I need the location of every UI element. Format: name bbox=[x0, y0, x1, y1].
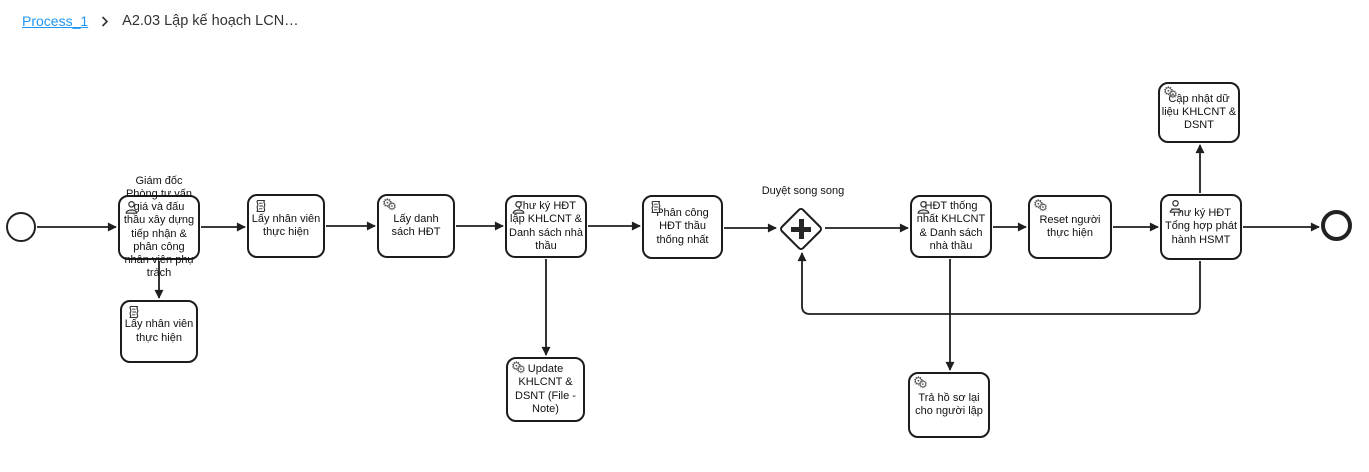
gears-icon: ⚙⚙ bbox=[511, 359, 526, 376]
task-update-khlcnt[interactable]: ⚙⚙ Update KHLCNT & DSNT (File - Note) bbox=[506, 357, 585, 422]
task-lay-danh-sach-hdt[interactable]: ⚙⚙ Lấy danh sách HĐT bbox=[377, 194, 455, 258]
plus-icon bbox=[798, 219, 804, 239]
gears-icon: ⚙⚙ bbox=[382, 196, 397, 213]
task-label: Thư ký HĐT Tổng hợp phát hành HSMT bbox=[1164, 207, 1238, 246]
gateway-label: Duyệt song song bbox=[761, 185, 845, 197]
task-lay-nhan-vien-1[interactable]: Lấy nhân viên thực hiện bbox=[247, 194, 325, 258]
task-label: Lấy nhân viên thực hiện bbox=[124, 318, 194, 344]
task-label: Phân công HĐT thầu thống nhất bbox=[656, 207, 709, 246]
task-label: Lấy nhân viên thực hiện bbox=[251, 212, 321, 238]
user-icon bbox=[916, 200, 932, 215]
task-tra-ho-so[interactable]: ⚙⚙ Trả hồ sơ lại cho người lập bbox=[908, 372, 990, 438]
gears-icon: ⚙⚙ bbox=[1033, 197, 1048, 214]
user-icon bbox=[124, 200, 140, 215]
script-icon bbox=[126, 305, 142, 320]
task-label: Giám đốc Phòng tư vấn giá và đấu thầu xâ… bbox=[123, 174, 195, 280]
script-icon bbox=[648, 200, 664, 215]
task-lay-nhan-vien-2[interactable]: Lấy nhân viên thực hiện bbox=[120, 300, 198, 363]
task-thu-ky-tong-hop[interactable]: Thư ký HĐT Tổng hợp phát hành HSMT bbox=[1160, 194, 1242, 260]
gears-icon: ⚙⚙ bbox=[1163, 84, 1178, 101]
task-label: Trả hồ sơ lại cho người lập bbox=[915, 391, 983, 417]
gears-icon: ⚙⚙ bbox=[913, 374, 928, 391]
task-label: HĐT thống nhất KHLCNT & Danh sách nhà th… bbox=[916, 200, 986, 252]
breadcrumb-current: A2.03 Lập kế hoạch LCN… bbox=[122, 13, 299, 29]
task-label: Lấy danh sách HĐT bbox=[391, 212, 441, 238]
chevron-right-icon bbox=[101, 15, 109, 27]
task-hdt-thong-nhat[interactable]: HĐT thống nhất KHLCNT & Danh sách nhà th… bbox=[910, 195, 992, 258]
script-icon bbox=[253, 199, 269, 214]
task-thu-ky-hdt-lap[interactable]: Thư ký HĐT lập KHLCNT & Danh sách nhà th… bbox=[505, 195, 587, 258]
task-reset-nguoi[interactable]: ⚙⚙ Reset người thực hiện bbox=[1028, 195, 1112, 259]
user-icon bbox=[1168, 199, 1184, 214]
task-phan-cong-hdt[interactable]: Phân công HĐT thầu thống nhất bbox=[642, 195, 723, 259]
task-label: Reset người thực hiện bbox=[1039, 213, 1101, 239]
task-label: Update KHLCNT & DSNT (File - Note) bbox=[515, 363, 576, 415]
end-event[interactable] bbox=[1321, 210, 1352, 241]
user-icon bbox=[511, 200, 527, 215]
task-label: Cập nhật dữ liệu KHLCNT & DSNT bbox=[1161, 92, 1237, 132]
start-event[interactable] bbox=[6, 212, 36, 242]
task-label: Thư ký HĐT lập KHLCNT & Danh sách nhà th… bbox=[509, 200, 583, 252]
flow-loop-thukytonghop-to-gateway[interactable] bbox=[797, 252, 1201, 315]
task-giam-doc[interactable]: Giám đốc Phòng tư vấn giá và đấu thầu xâ… bbox=[118, 175, 200, 279]
breadcrumb-link-process[interactable]: Process_1 bbox=[22, 13, 89, 29]
breadcrumb: Process_1 A2.03 Lập kế hoạch LCN… bbox=[22, 13, 299, 29]
task-cap-nhat-du-lieu[interactable]: ⚙⚙ Cập nhật dữ liệu KHLCNT & DSNT bbox=[1158, 82, 1240, 143]
parallel-gateway[interactable] bbox=[778, 206, 824, 252]
